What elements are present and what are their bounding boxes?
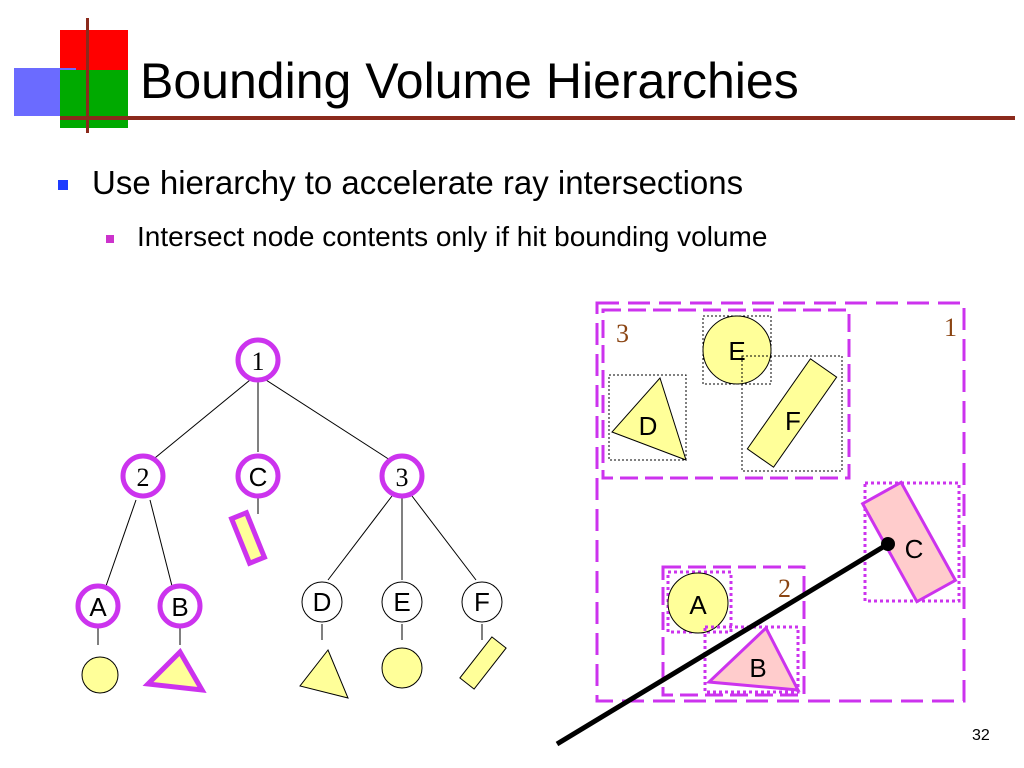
tree-node-1: 1 (235, 337, 281, 383)
scene-shape-f-rectangle (746, 358, 838, 468)
title-underline (60, 116, 1015, 120)
tree-shape-e-circle (381, 647, 423, 689)
tree-node-2-label: 2 (137, 463, 150, 492)
sub-bullet-square-icon (106, 235, 114, 243)
tree-leaf-d-label: D (313, 587, 332, 617)
scene-bbox-b (703, 625, 800, 694)
scene-label-a: A (689, 590, 707, 620)
scene-label-c: C (905, 534, 924, 564)
tree-node-c-label: C (249, 462, 268, 492)
scene-bbox-c (863, 481, 961, 603)
scene-label-b: B (749, 653, 766, 683)
tree-leaf-e-label: E (393, 587, 410, 617)
bullet-text-1: Use hierarchy to accelerate ray intersec… (92, 164, 744, 201)
scene-label-e: E (728, 336, 745, 366)
slide-title: Bounding Volume Hierarchies (140, 53, 799, 109)
tree-node-1-label: 1 (252, 347, 265, 376)
scene-bounding-box-1 (595, 301, 966, 703)
scene-box-1-label: 1 (944, 313, 957, 342)
tree-shape-b-triangle (142, 647, 207, 694)
scene-shape-b-triangle (705, 625, 801, 692)
tree-shape-f-rectangle (459, 636, 507, 690)
scene-shape-a-circle (667, 572, 729, 634)
tree-leaf-a-label: A (89, 592, 107, 622)
tree-shape-a-circle (81, 656, 119, 694)
tree-node-2: 2 (120, 453, 166, 499)
scene-box-3-label: 3 (616, 319, 629, 348)
tree-leaf-f: F (461, 581, 503, 623)
scene-shape-c-rectangle (860, 480, 958, 604)
tree-leaf-e: E (381, 581, 423, 623)
scene-bounding-box-2 (661, 565, 806, 697)
page-number: 32 (972, 727, 990, 744)
scene-bbox-d (608, 374, 687, 461)
bullet-square-icon (58, 180, 68, 190)
ray-hit-point (881, 537, 895, 551)
scene-label-d: D (639, 411, 658, 441)
scene-bounding-box-3 (601, 308, 851, 480)
tree-node-3-label: 3 (396, 463, 409, 492)
scene-bbox-f (741, 355, 843, 472)
tree-leaf-a: A (75, 583, 121, 629)
scene-label-f: F (785, 406, 801, 436)
tree-leaf-d: D (301, 581, 343, 623)
tree-node-c: C (235, 453, 281, 499)
ray-arrow (555, 541, 890, 747)
scene-shape-d-triangle (611, 377, 687, 461)
scene-box-2-label: 2 (778, 574, 791, 603)
tree-shape-d-triangle (299, 649, 349, 699)
tree-node-3: 3 (379, 453, 425, 499)
tree-edges (97, 379, 483, 645)
tree-leaf-b-label: B (171, 592, 188, 622)
logo-vertical-rule (86, 18, 89, 133)
tree-shape-c-rectangle (228, 509, 268, 567)
bullet-text-2: Intersect node contents only if hit boun… (137, 221, 768, 252)
scene-shape-e-circle (702, 315, 772, 385)
tree-leaf-f-label: F (474, 587, 490, 617)
tree-leaf-b: B (157, 583, 203, 629)
